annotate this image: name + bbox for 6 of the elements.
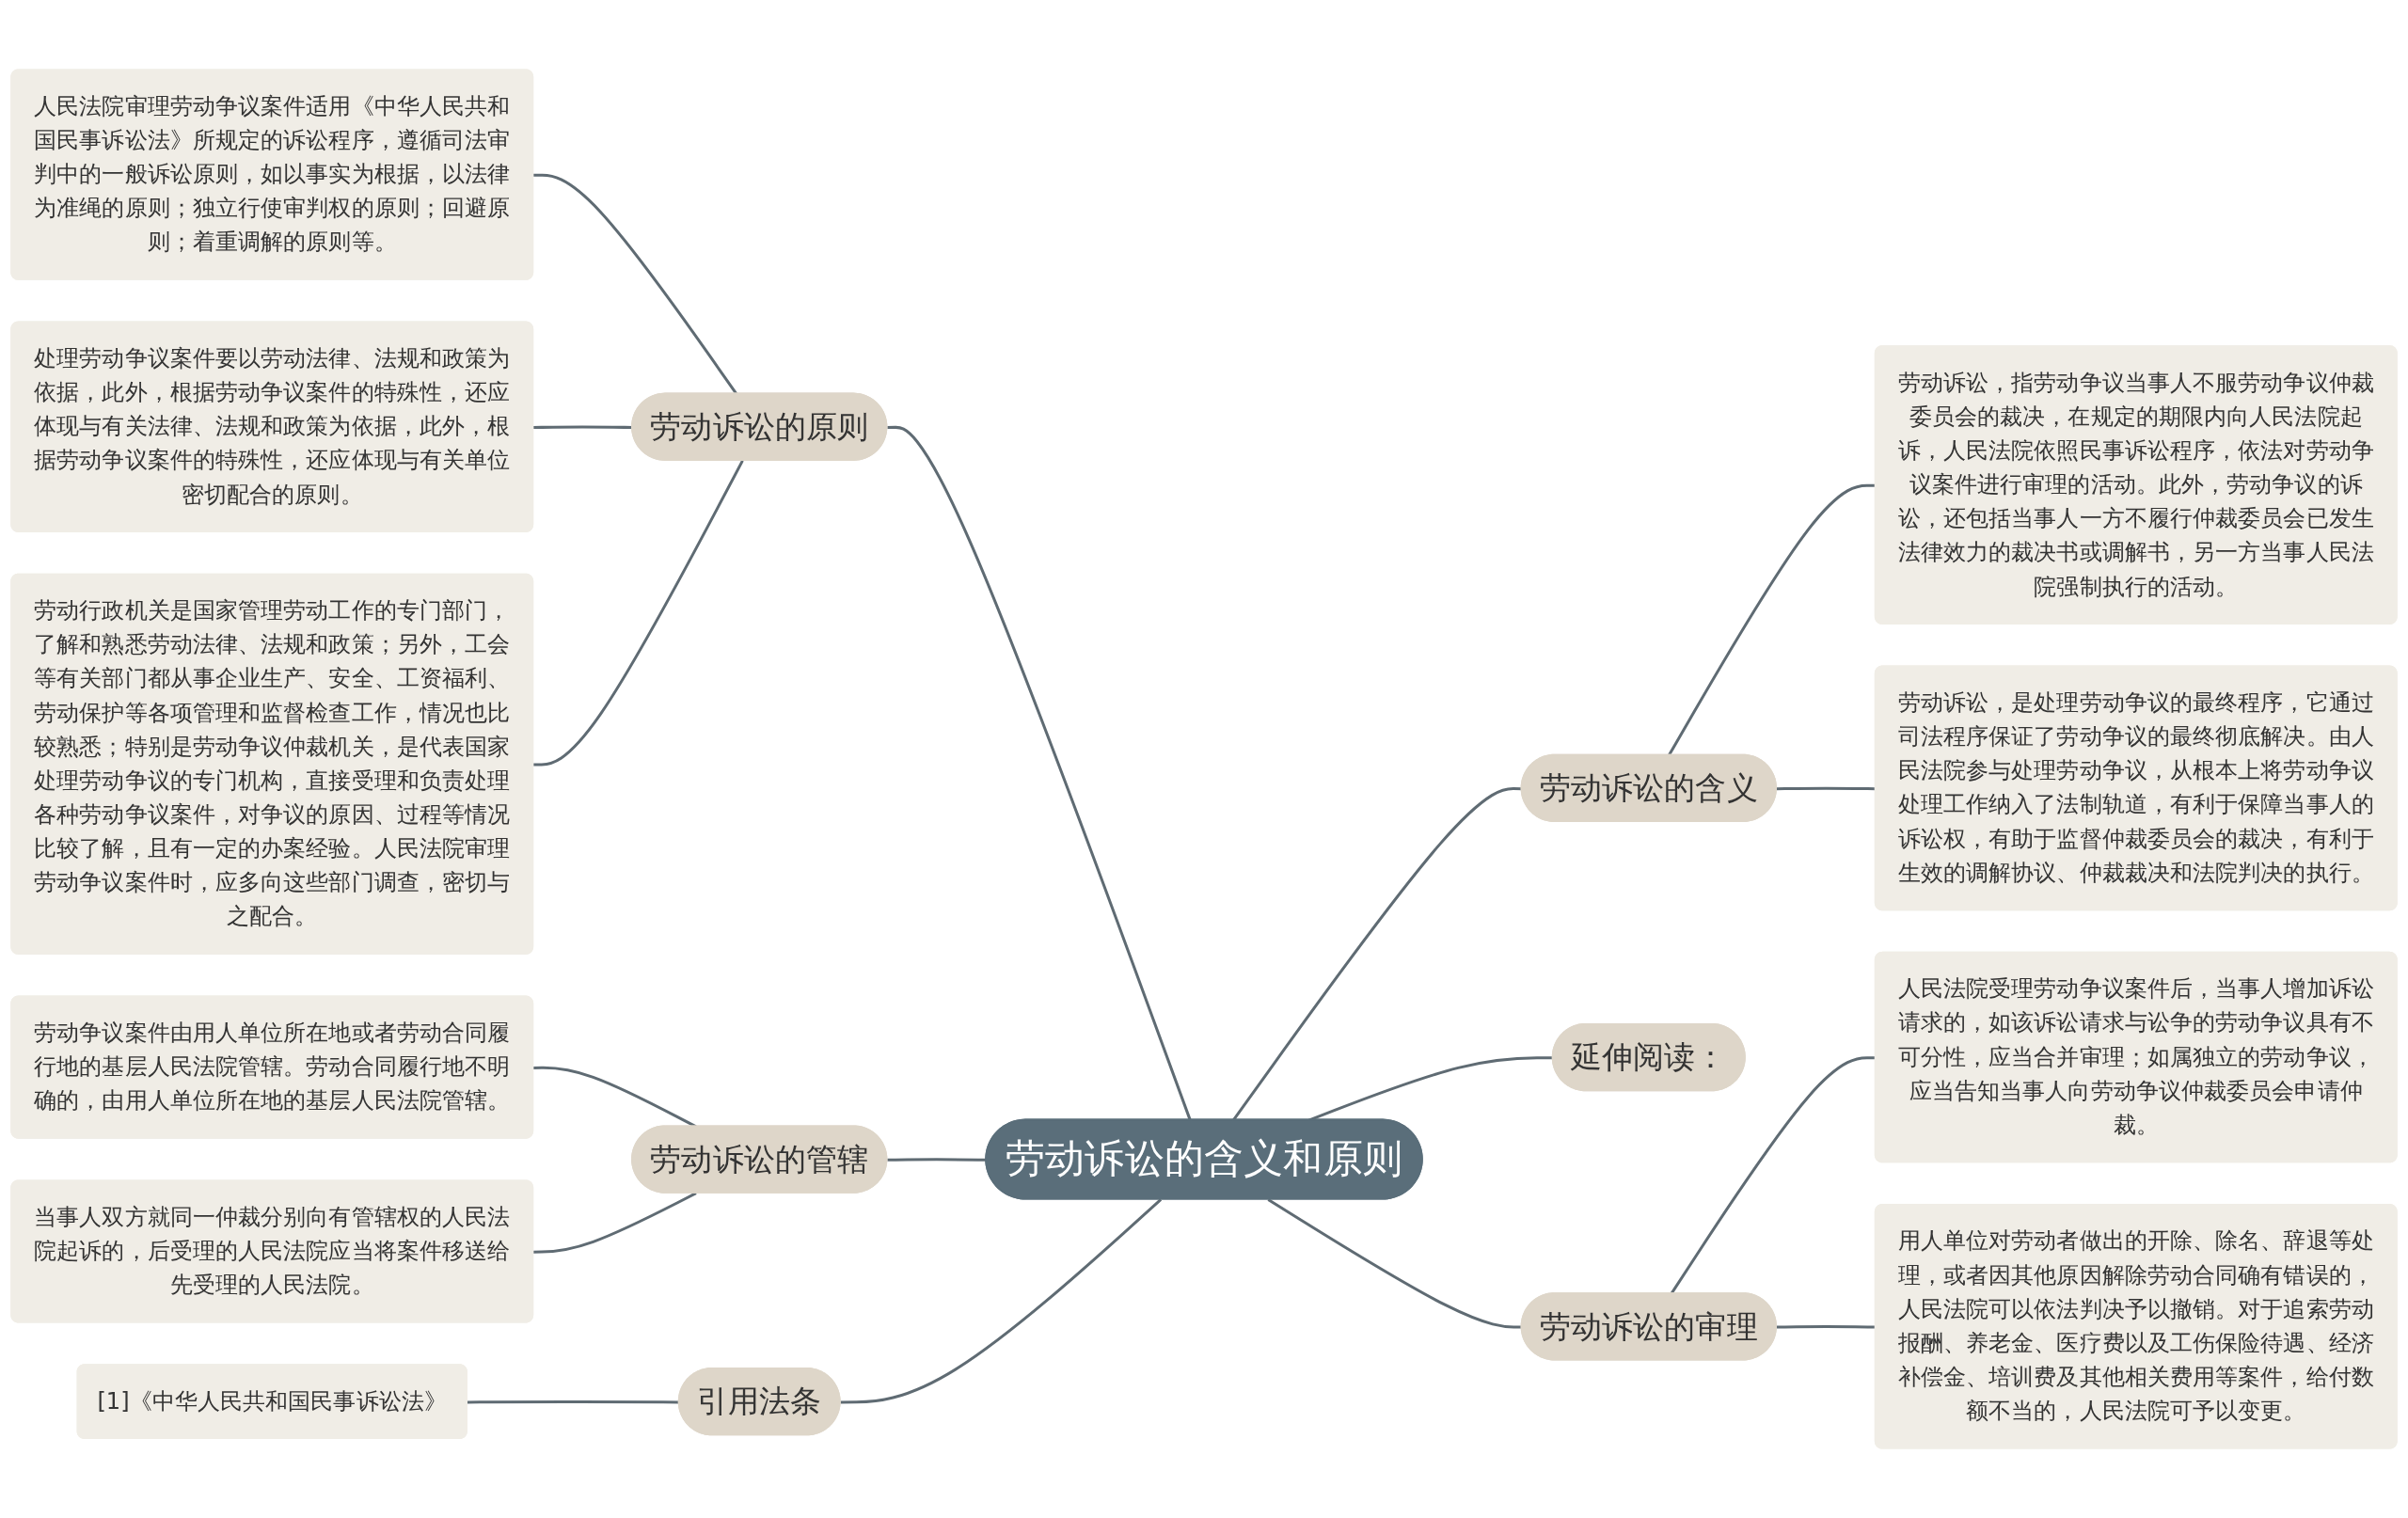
connector xyxy=(533,460,744,767)
connector xyxy=(533,1192,697,1254)
connector xyxy=(887,425,1192,1121)
connector xyxy=(887,1158,987,1162)
connector xyxy=(840,1198,1163,1404)
connector xyxy=(533,173,738,395)
